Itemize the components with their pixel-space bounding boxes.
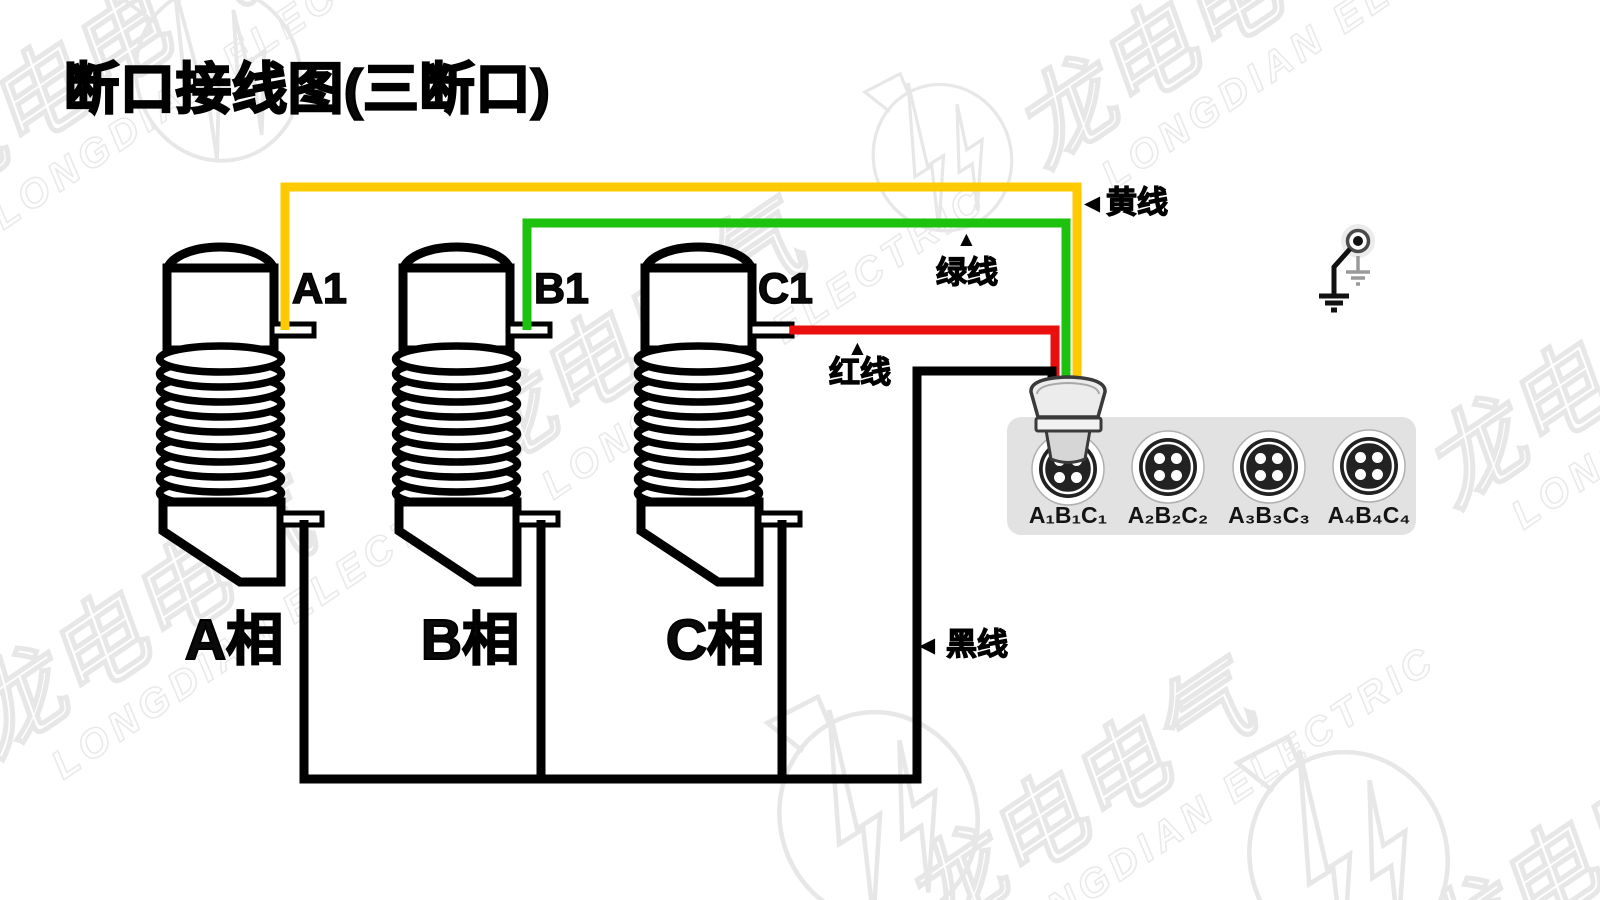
green-wire-label: 绿线 <box>935 255 998 290</box>
up-arrow-icon: ▲ <box>847 337 868 360</box>
green-wire <box>522 218 1071 383</box>
breaker-insulator-coil <box>391 342 522 510</box>
left-arrow-icon: ◀ <box>919 634 936 657</box>
breaker-top-terminal <box>747 321 795 339</box>
socket-label-3: A₃B₃C₃ <box>1228 502 1310 528</box>
terminal-label-c1: C1 <box>757 265 813 313</box>
yellow-wire <box>280 182 1082 383</box>
yellow-wire-label: 黄线 <box>1105 185 1168 220</box>
phase-label-a: A相 <box>184 608 284 672</box>
breaker-head-body <box>398 263 515 355</box>
up-arrow-icon: ▲ <box>956 228 977 251</box>
breaker-insulator-coil <box>155 342 286 510</box>
breaker-base-body <box>158 497 286 587</box>
socket-label-1: A₁B₁C₁ <box>1028 502 1108 528</box>
terminal-label-a1: A1 <box>291 265 347 313</box>
earth-ground-icon <box>1319 293 1349 313</box>
breaker-phase-b-symbol <box>391 242 561 587</box>
terminal-label-b1: B1 <box>533 265 589 313</box>
ground-jack-symbol <box>1319 224 1375 313</box>
cable-plug <box>1029 375 1107 464</box>
red-wire <box>790 325 1060 383</box>
socket-a2b2c2 <box>1131 430 1205 504</box>
page-title: 断口接线图(三断口) <box>63 58 551 120</box>
black-wire-label: 黑线 <box>945 627 1008 662</box>
red-wire-label: 红线 <box>828 355 891 390</box>
breaker-base-body <box>636 497 764 587</box>
socket-a4b4c4 <box>1332 429 1406 503</box>
black-wire-bus <box>299 366 1057 784</box>
breaker-insulator-coil <box>633 342 764 510</box>
socket-label-2: A₂B₂C₂ <box>1127 502 1209 528</box>
left-arrow-icon: ◀ <box>1084 192 1101 215</box>
connector-panel <box>1007 417 1416 535</box>
phase-label-b: B相 <box>420 608 520 672</box>
phase-label-c: C相 <box>665 608 765 672</box>
socket-a3b3c3 <box>1232 430 1306 504</box>
socket-label-4: A₄B₄C₄ <box>1327 502 1411 528</box>
breaker-base-body <box>394 497 522 587</box>
breaker-head-body <box>640 263 757 355</box>
ground-mini-symbol <box>1346 256 1370 286</box>
breaker-head-body <box>162 263 279 355</box>
breaker-top-terminal <box>269 321 317 339</box>
breaker-phase-a-symbol <box>155 242 325 587</box>
breaker-phase-c-symbol <box>633 242 803 587</box>
ground-lead-wire <box>1331 247 1352 294</box>
